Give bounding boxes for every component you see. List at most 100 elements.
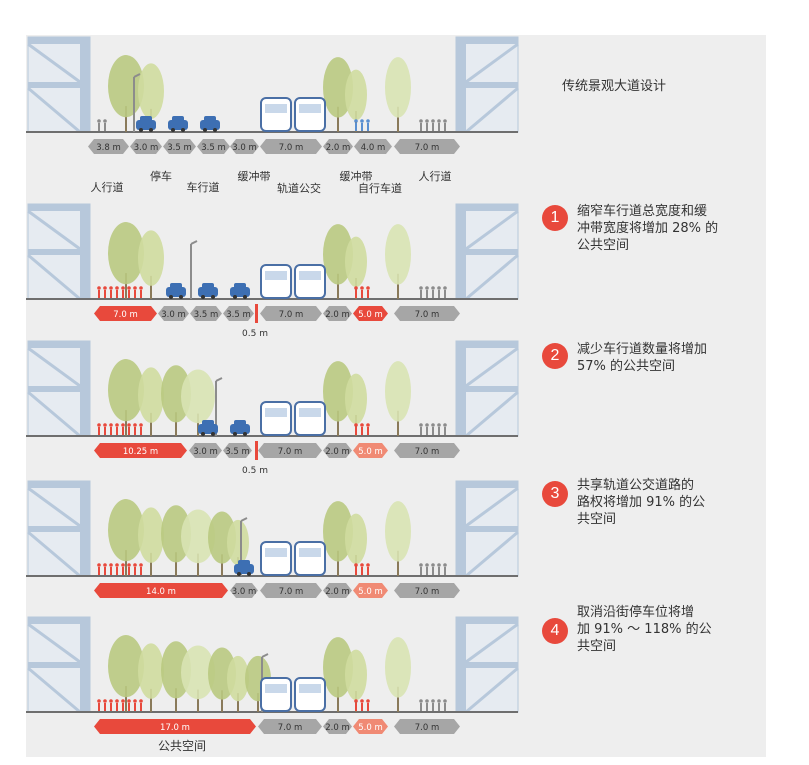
- lane-name-label: 停车: [150, 169, 172, 183]
- person-icon: [103, 286, 107, 290]
- tram-window: [265, 684, 287, 693]
- segment-label: 10.25 m: [123, 447, 158, 457]
- segment-label: 3.8 m: [96, 143, 121, 153]
- step-badge-2: 2: [542, 343, 568, 369]
- tree-icon: [108, 359, 144, 422]
- lane-name-label: 缓冲带: [238, 169, 271, 183]
- tram-icon: [294, 264, 326, 299]
- divider-marker: [255, 441, 258, 460]
- building-brace: [465, 42, 519, 84]
- tree-icon: [385, 224, 411, 285]
- person-icon: [443, 119, 447, 123]
- segment-label: 7.0 m: [278, 447, 303, 457]
- building-brace: [27, 209, 81, 251]
- person-icon: [97, 286, 101, 290]
- caption-line: 共享轨道公交道路的: [577, 478, 695, 493]
- person-icon: [139, 286, 143, 290]
- person-icon: [139, 423, 143, 427]
- car-roof: [238, 560, 250, 566]
- segment-label: 7.0 m: [415, 587, 440, 597]
- segment-label: 3.0 m: [134, 143, 159, 153]
- person-icon: [97, 423, 101, 427]
- lane-name-label: 轨道公交: [277, 181, 321, 195]
- tree-icon: [138, 230, 164, 286]
- building-slab: [28, 481, 90, 488]
- building-slab: [456, 481, 518, 488]
- building-brace: [27, 86, 81, 134]
- tram-window: [265, 104, 287, 113]
- car-wheel: [203, 128, 207, 132]
- person-icon: [443, 423, 447, 427]
- street-lamp-arm: [240, 517, 248, 522]
- person-icon: [354, 119, 358, 123]
- tree-icon: [323, 501, 353, 562]
- tree-icon: [323, 361, 353, 422]
- tram-window: [299, 548, 321, 557]
- car-wheel: [179, 295, 183, 299]
- car-wheel: [211, 295, 215, 299]
- width-segment: [394, 583, 460, 598]
- person-icon: [354, 286, 358, 290]
- street-lamp-arm: [215, 377, 223, 382]
- tram-window: [299, 684, 321, 693]
- width-segment: [230, 139, 259, 154]
- person-icon: [425, 286, 429, 290]
- segment-label: 7.0 m: [113, 310, 138, 320]
- tram-icon: [260, 97, 292, 132]
- width-segment: [190, 306, 222, 321]
- car-icon: [234, 564, 254, 574]
- person-icon: [419, 286, 423, 290]
- width-segment: [260, 139, 322, 154]
- width-segment: [354, 139, 392, 154]
- person-icon: [431, 563, 435, 567]
- car-wheel: [213, 128, 217, 132]
- lane-name-label: 自行车道: [358, 181, 402, 195]
- car-roof: [234, 420, 246, 426]
- building-brace: [27, 622, 81, 664]
- tree-icon: [108, 499, 144, 562]
- tree-icon: [181, 369, 215, 424]
- building-brace: [465, 390, 519, 438]
- car-wheel: [171, 128, 175, 132]
- lane-name-label: 人行道: [91, 180, 124, 194]
- width-segment: [394, 443, 460, 458]
- person-icon: [366, 119, 370, 123]
- tree-icon: [323, 224, 353, 285]
- person-icon: [133, 423, 137, 427]
- tree-icon: [345, 513, 367, 564]
- step-badge-4: 4: [542, 618, 568, 644]
- step-badge-1: 1: [542, 205, 568, 231]
- building-brace: [27, 666, 81, 714]
- segment-label: 3.5 m: [226, 310, 251, 320]
- car-icon: [198, 424, 218, 434]
- person-icon: [360, 119, 364, 123]
- width-segment: [323, 719, 352, 734]
- person-icon: [431, 119, 435, 123]
- step-caption-4: 取消沿街停车位将增 加 91% ～ 118% 的公 共空间: [577, 604, 737, 655]
- street-lamp-arm: [190, 240, 198, 245]
- building-brace: [27, 346, 81, 388]
- tree-icon: [345, 69, 367, 120]
- car-roof: [170, 283, 182, 289]
- person-icon: [354, 563, 358, 567]
- car-wheel: [169, 295, 173, 299]
- segment-label: 3.0 m: [161, 310, 186, 320]
- building-slab: [28, 204, 90, 211]
- car-wheel: [181, 128, 185, 132]
- width-segment: [158, 306, 189, 321]
- tram-icon: [260, 264, 292, 299]
- tree-icon: [181, 645, 215, 700]
- tree-icon: [323, 637, 353, 698]
- segment-label: 2.0 m: [325, 723, 350, 733]
- divider-label: 0.5 m: [242, 466, 268, 476]
- person-icon: [419, 699, 423, 703]
- segment-label: 3.5 m: [167, 143, 192, 153]
- person-icon: [425, 423, 429, 427]
- person-icon: [127, 699, 131, 703]
- person-icon: [437, 699, 441, 703]
- tree-icon: [138, 643, 164, 699]
- caption-line: 57% 的公共空间: [577, 359, 676, 374]
